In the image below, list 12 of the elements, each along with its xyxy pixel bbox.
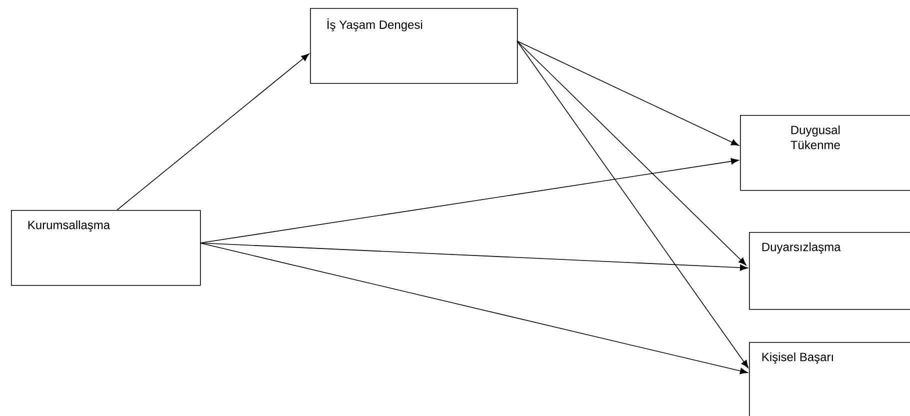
process-box: Duyarsızlaşma <box>749 232 910 310</box>
arrow <box>116 54 310 210</box>
process-box: Kişisel Başarı <box>749 342 910 416</box>
arrow <box>516 40 746 266</box>
arrow <box>516 40 748 368</box>
process-box: İş Yaşam Dengesi <box>310 8 518 84</box>
arrow <box>516 40 739 146</box>
process-box: Kurumsallaşma <box>11 210 201 286</box>
arrow <box>200 242 748 374</box>
arrow <box>200 158 739 244</box>
process-box: Duygusal Tükenme <box>740 115 910 191</box>
arrow <box>200 242 748 271</box>
